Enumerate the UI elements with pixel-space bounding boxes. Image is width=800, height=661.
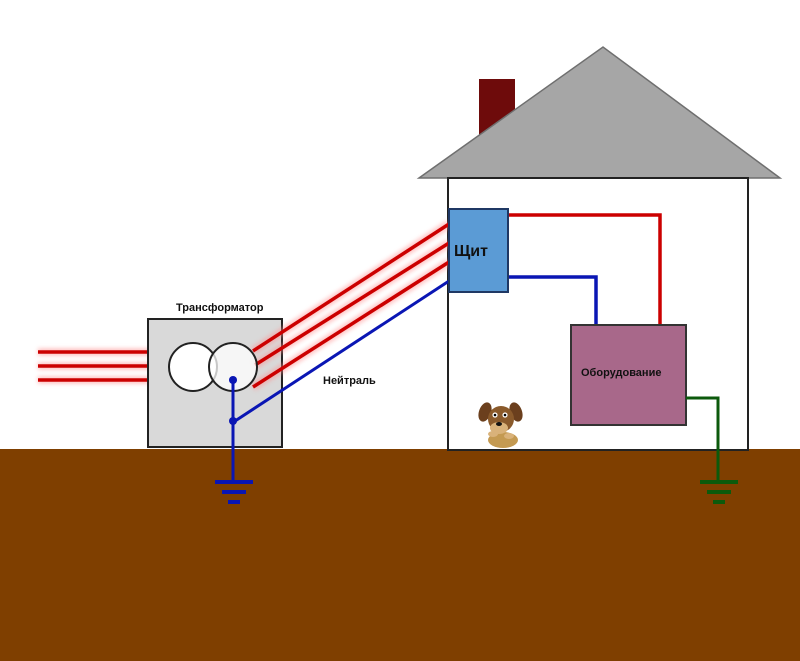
dog-icon [478,402,523,448]
equipment-ground-symbol-icon [700,480,738,504]
house-roof [416,46,783,179]
ground-soil [0,449,800,661]
equipment-label: Оборудование [581,367,661,379]
phase-wires-to-panel [250,220,452,391]
star-point-dot [229,376,237,384]
neutral-junction-dot [229,417,237,425]
equipment-earth-wire [686,396,720,480]
transformer-label: Трансформатор [176,302,264,314]
panel-to-equipment-wiring [508,213,662,325]
panel-label: Щит [454,243,488,260]
neutral-label: Нейтраль [323,375,376,387]
transformer-ground-symbol-icon [215,480,253,504]
distribution-panel [448,208,509,293]
equipment-box [570,324,687,426]
